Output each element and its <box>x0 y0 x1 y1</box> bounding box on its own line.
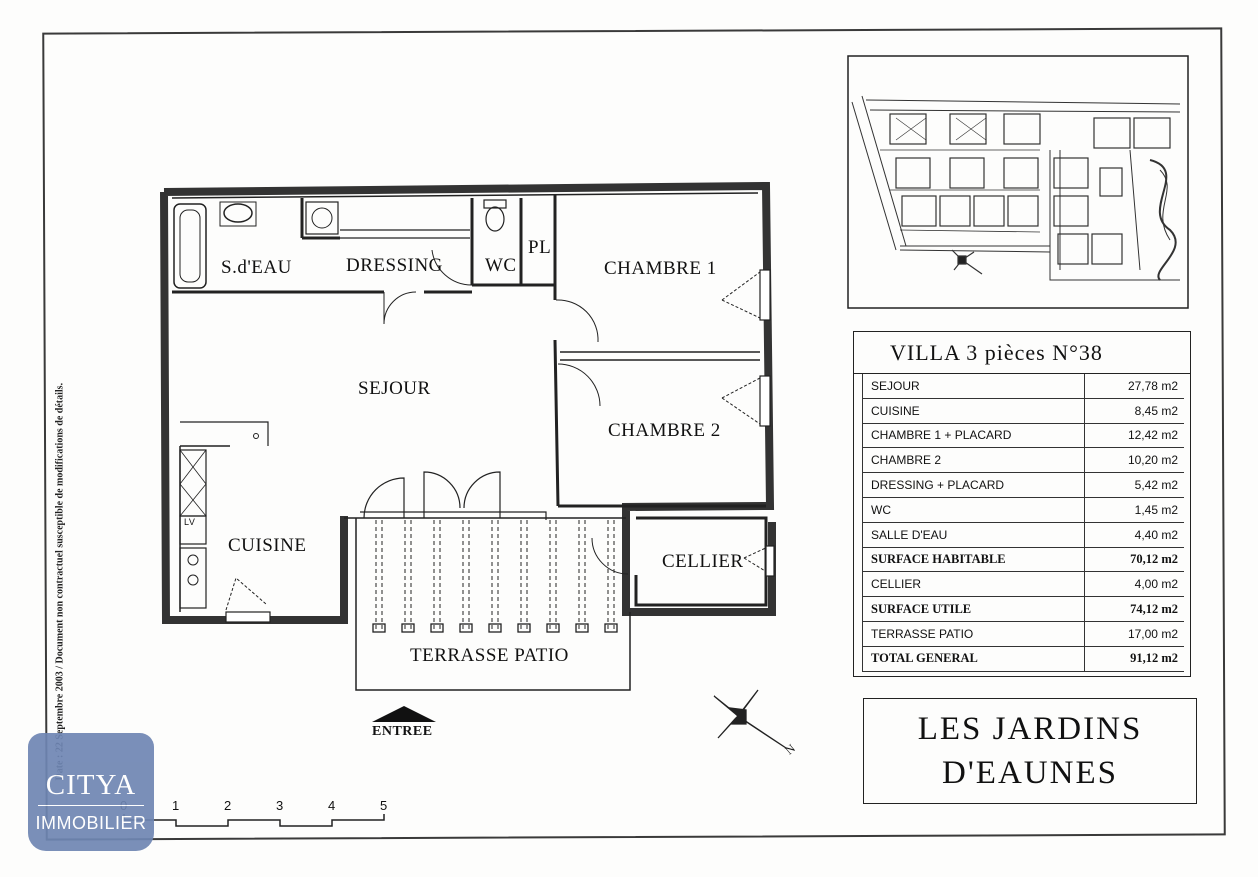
area-row-value: 70,12 m2 <box>1130 551 1178 566</box>
window-ch2 <box>721 377 761 425</box>
area-row-total: SURFACE HABITABLE 70,12 m2 <box>862 547 1184 573</box>
room-label-sejour: SEJOUR <box>358 378 431 399</box>
wall-service-row <box>172 283 555 294</box>
compass-rose <box>713 689 787 749</box>
scale-label-3: 3 <box>276 798 284 813</box>
room-label-cuisine: CUISINE <box>228 535 307 556</box>
area-row: CHAMBRE 1 + PLACARD 12,42 m2 <box>862 423 1184 449</box>
area-row-value: 17,00 m2 <box>1127 626 1178 641</box>
citya-logo: CITYA IMMOBILIER <box>28 733 154 851</box>
room-label-chambre-2: CHAMBRE 2 <box>608 420 721 441</box>
scale-bar <box>123 814 385 827</box>
logo-brand: CITYA <box>45 769 137 801</box>
room-label-chambre-1: CHAMBRE 1 <box>604 258 717 279</box>
side-note: Date : 22 Septembre 2003 / Document non … <box>54 382 66 781</box>
project-name-line1: LES JARDINS <box>917 711 1143 747</box>
room-label-cellier: CELLIER <box>662 551 744 572</box>
door-dressing <box>431 249 473 286</box>
outer-wall-inner <box>171 192 759 199</box>
area-row-value: 74,12 m2 <box>1130 601 1178 616</box>
room-label-wc: WC <box>485 255 517 276</box>
logo-divider <box>38 805 144 806</box>
area-row-total: TOTAL GENERAL 91,12 m2 <box>862 646 1184 672</box>
wall-sde-dressing <box>300 198 340 240</box>
wall-cellier <box>634 516 768 607</box>
area-row-name: DRESSING + PLACARD <box>863 473 1085 497</box>
site-plan <box>851 95 1181 281</box>
door-sejour-sde <box>383 291 417 325</box>
area-row-value: 91,12 m2 <box>1130 651 1178 666</box>
door-chambre2 <box>557 363 601 407</box>
area-row: SALLE D'EAU 4,40 m2 <box>862 522 1184 548</box>
area-row: TERRASSE PATIO 17,00 m2 <box>862 621 1184 647</box>
area-row-name: TOTAL GENERAL <box>863 646 1085 671</box>
entree-label: ENTREE <box>372 724 433 739</box>
area-table-rows: SEJOUR 27,78 m2 CUISINE 8,45 m2 CHAMBRE 1 … <box>862 374 1184 672</box>
area-row: CHAMBRE 2 10,20 m2 <box>862 448 1184 474</box>
project-name-box: LES JARDINS D'EAUNES <box>863 698 1197 804</box>
project-name-line2: D'EAUNES <box>942 755 1118 791</box>
area-row-value: 10,20 m2 <box>1127 453 1178 468</box>
area-row-name: WC <box>863 497 1085 522</box>
area-row-value: 8,45 m2 <box>1134 403 1178 418</box>
door-entree <box>363 477 405 519</box>
area-row: CELLIER 4,00 m2 <box>862 572 1184 598</box>
area-row: WC 1,45 m2 <box>862 497 1184 523</box>
area-table-title: VILLA 3 pièces N°38 <box>854 332 1190 374</box>
area-row-name: SEJOUR <box>863 374 1085 398</box>
door-cuisine <box>225 577 267 611</box>
area-row-value: 4,40 m2 <box>1134 527 1178 542</box>
area-row-name: SURFACE UTILE <box>863 597 1085 621</box>
scale-label-2: 2 <box>224 798 232 813</box>
area-row-name: SURFACE HABITABLE <box>863 547 1085 572</box>
dressing-shelf <box>340 229 470 239</box>
scale-label-5: 5 <box>380 798 388 813</box>
area-row-name: TERRASSE PATIO <box>863 621 1085 646</box>
window-ch1 <box>721 271 761 319</box>
area-row-name: CHAMBRE 1 + PLACARD <box>863 423 1085 448</box>
counter <box>180 421 269 446</box>
room-label-terrasse-patio: TERRASSE PATIO <box>410 645 569 666</box>
area-table: VILLA 3 pièces N°38 SEJOUR 27,78 m2 CUISI… <box>853 331 1191 677</box>
area-row-name: CHAMBRE 2 <box>863 448 1085 473</box>
room-label-dressing: DRESSING <box>346 255 443 276</box>
room-label-pl: PL <box>528 237 552 258</box>
area-row-value: 27,78 m2 <box>1127 378 1178 393</box>
door-patio <box>423 471 501 518</box>
area-row: CUISINE 8,45 m2 <box>862 398 1184 424</box>
room-label-lv: LV <box>184 517 196 527</box>
area-row-name: CELLIER <box>863 572 1085 597</box>
area-row-total: SURFACE UTILE 74,12 m2 <box>862 597 1184 622</box>
area-row: DRESSING + PLACARD 5,42 m2 <box>862 473 1184 498</box>
scale-label-1: 1 <box>172 798 180 813</box>
wall-cuisine <box>179 445 230 612</box>
entree-arrow <box>372 706 436 722</box>
door-chambre1 <box>555 299 599 343</box>
logo-sub: IMMOBILIER <box>35 813 147 833</box>
area-row-value: 1,45 m2 <box>1134 502 1178 517</box>
wall-pl-chambre <box>553 195 560 507</box>
area-row-value: 5,42 m2 <box>1134 478 1178 493</box>
area-row: SEJOUR 27,78 m2 <box>862 374 1184 399</box>
area-row-name: CUISINE <box>863 398 1085 423</box>
door-cellier <box>591 537 629 575</box>
room-label-salle-deau: S.d'EAU <box>221 257 292 278</box>
terrace-outline <box>344 517 631 691</box>
area-row-name: SALLE D'EAU <box>863 522 1085 547</box>
wall-chambre1-2 <box>560 351 760 361</box>
pergola-beam <box>360 511 547 520</box>
scale-label-4: 4 <box>328 798 336 813</box>
area-row-value: 4,00 m2 <box>1134 577 1178 592</box>
area-row-value: 12,42 m2 <box>1127 428 1178 443</box>
